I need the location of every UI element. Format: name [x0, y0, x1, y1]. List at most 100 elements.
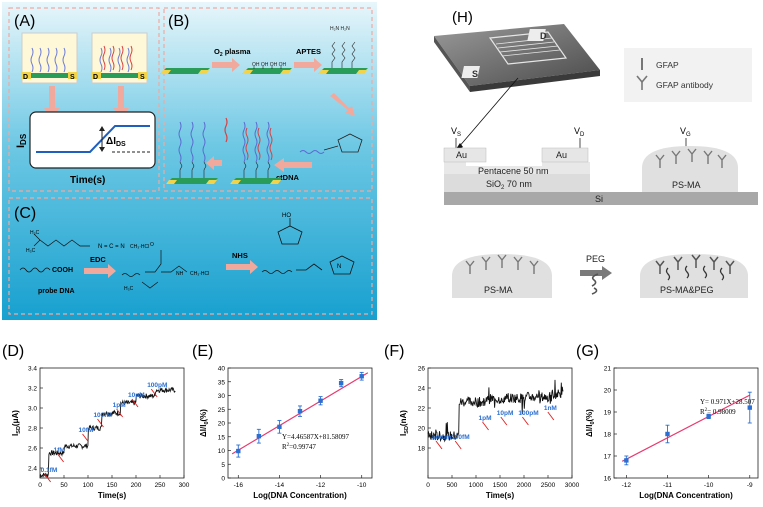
ctdna-label: ctDNA [276, 173, 300, 182]
time-axis-label: Time(s) [70, 175, 105, 186]
chart-d-x-tick-label: 150 [107, 482, 118, 489]
peg-chains [665, 265, 725, 281]
si-label: Si [595, 194, 603, 204]
drain-letter-2: D [93, 74, 98, 81]
chart-d-injection-label: 100pM [147, 382, 167, 389]
nhs-ring [323, 133, 363, 153]
chart-g-data-point [706, 414, 711, 419]
peg-squiggle-icon [591, 273, 599, 295]
chart-d-y-tick-label: 3.0 [28, 406, 37, 413]
drain-letter: D [23, 74, 28, 81]
substrate-step-1: OH OH OH OH [242, 62, 292, 74]
chart-d-trace-line [39, 386, 176, 478]
chart-d-injection-label: 1fM [54, 447, 65, 454]
drain-pad [22, 72, 31, 79]
panel-b-label: (B) [168, 13, 189, 30]
chart-e-y-tick-label: 20 [218, 421, 226, 428]
chart-d-injection-arrow [116, 408, 123, 418]
chart-e-data-point [338, 380, 344, 386]
chart-f-x-axis-label: Time(s) [486, 491, 515, 500]
chart-d-y-tick-label: 3.2 [28, 386, 37, 393]
source-pad [68, 72, 77, 79]
panel-g-label: (G) [576, 343, 599, 360]
r2-e: R2=0.99747 [282, 443, 316, 451]
chart-d-injection-label: 10pM [128, 392, 145, 399]
chart-f-injection-arrow [482, 421, 489, 431]
panel-e-label: (E) [192, 343, 213, 360]
response-box [29, 111, 156, 169]
probe-dna-wave [19, 267, 51, 273]
chart-g-x-tick-label: -11 [663, 482, 672, 489]
chart-e-data-point [318, 398, 323, 403]
peg-label: PEG [586, 254, 605, 264]
arrow-o2-plasma [212, 58, 240, 72]
chart-d-injection-arrow [150, 388, 158, 398]
chart-f-plot-frame [427, 367, 573, 479]
svg-text:H₃C: H₃C [124, 286, 134, 292]
nhs-probe-strand [299, 150, 325, 154]
o2-plasma-label: O2 plasma [214, 47, 251, 58]
channel-layer [22, 73, 77, 78]
chart-f-injection-label: 10pM [497, 410, 514, 417]
chart-f-injection-label: 1pM [479, 415, 492, 422]
arrow-down-right [113, 86, 129, 118]
chart-e-y-tick-label: 5 [221, 462, 225, 469]
chart-d-x-axis-label: Time(s) [98, 491, 127, 500]
chart-f-x-tick-label: 2000 [517, 482, 532, 489]
chart-f-y-tick-label: 26 [418, 366, 426, 373]
target-dna-strands [102, 45, 133, 71]
nhs-structure [277, 218, 303, 245]
chart-e-x-tick-label: -12 [316, 482, 326, 489]
source-letter: S [70, 74, 75, 81]
chart-f-y-tick-label: 20 [418, 426, 426, 433]
edc-label: EDC [90, 255, 106, 264]
chart-f-injection-label: 100pM [518, 410, 538, 417]
chart-d-x-tick-label: 300 [179, 482, 190, 489]
chart-d-injection-arrow [131, 398, 139, 408]
chart-e-y-tick-label: 10 [218, 448, 226, 455]
chart-d-x-tick-label: 50 [60, 482, 68, 489]
panel-c: (C) H₃C H₃C N = C = N CH₃·HCl COOH probe… [8, 197, 373, 315]
source-letter-2: S [140, 74, 145, 81]
vs-label: VS [451, 126, 461, 138]
chart-g-data-point [624, 458, 629, 463]
chart-f-injection-arrow [454, 440, 462, 450]
panel-d-label: (D) [2, 343, 24, 360]
n-label: N [337, 264, 341, 270]
chart-e-y-tick-label: 0 [221, 476, 225, 483]
chart-g-fit-line [621, 394, 751, 462]
svg-text:NH: NH [176, 271, 184, 277]
chart-f-x-tick-label: 500 [447, 482, 458, 489]
antibody-row-2 [465, 254, 539, 274]
psma-label-2: PS-MA [484, 285, 513, 295]
chart-g-x-tick-label: -12 [622, 482, 632, 489]
chart-d-x-tick-label: 0 [38, 482, 42, 489]
chart-e-plot-frame [227, 367, 373, 479]
chart-e-data-point [297, 408, 303, 414]
substrate-bottom-1 [166, 121, 218, 184]
edc-structure [33, 233, 90, 247]
peg-comparison: PS-MA PEG PS-MA&PEG [452, 254, 748, 298]
sio2-layer [444, 174, 590, 192]
panel-c-frame [8, 197, 373, 315]
aptes-label: APTES [296, 47, 321, 56]
chart-g-x-tick-label: -9 [747, 482, 753, 489]
si-layer [444, 192, 758, 205]
y-axis-ids: IDS [15, 133, 28, 148]
svg-text:O: O [150, 242, 154, 248]
panel-h-label: (H) [452, 9, 473, 26]
chart-f-injection-label: 1nM [544, 405, 557, 412]
chart-e-y-tick-label: 35 [218, 379, 226, 386]
nhs-label: NHS [232, 251, 248, 260]
equation-e: Y=4.46587X+81.58097 [282, 433, 350, 441]
chart-f-injection-arrow [435, 440, 443, 450]
chip-pad-d [527, 29, 546, 41]
chart-g-y-tick-label: 21 [604, 366, 612, 373]
arrow-peg [580, 266, 612, 280]
chart-d-x-tick-label: 100 [83, 482, 94, 489]
chart-f-injection-arrow [500, 416, 508, 426]
hcl-label-1: CH₃·HCl [130, 244, 149, 250]
